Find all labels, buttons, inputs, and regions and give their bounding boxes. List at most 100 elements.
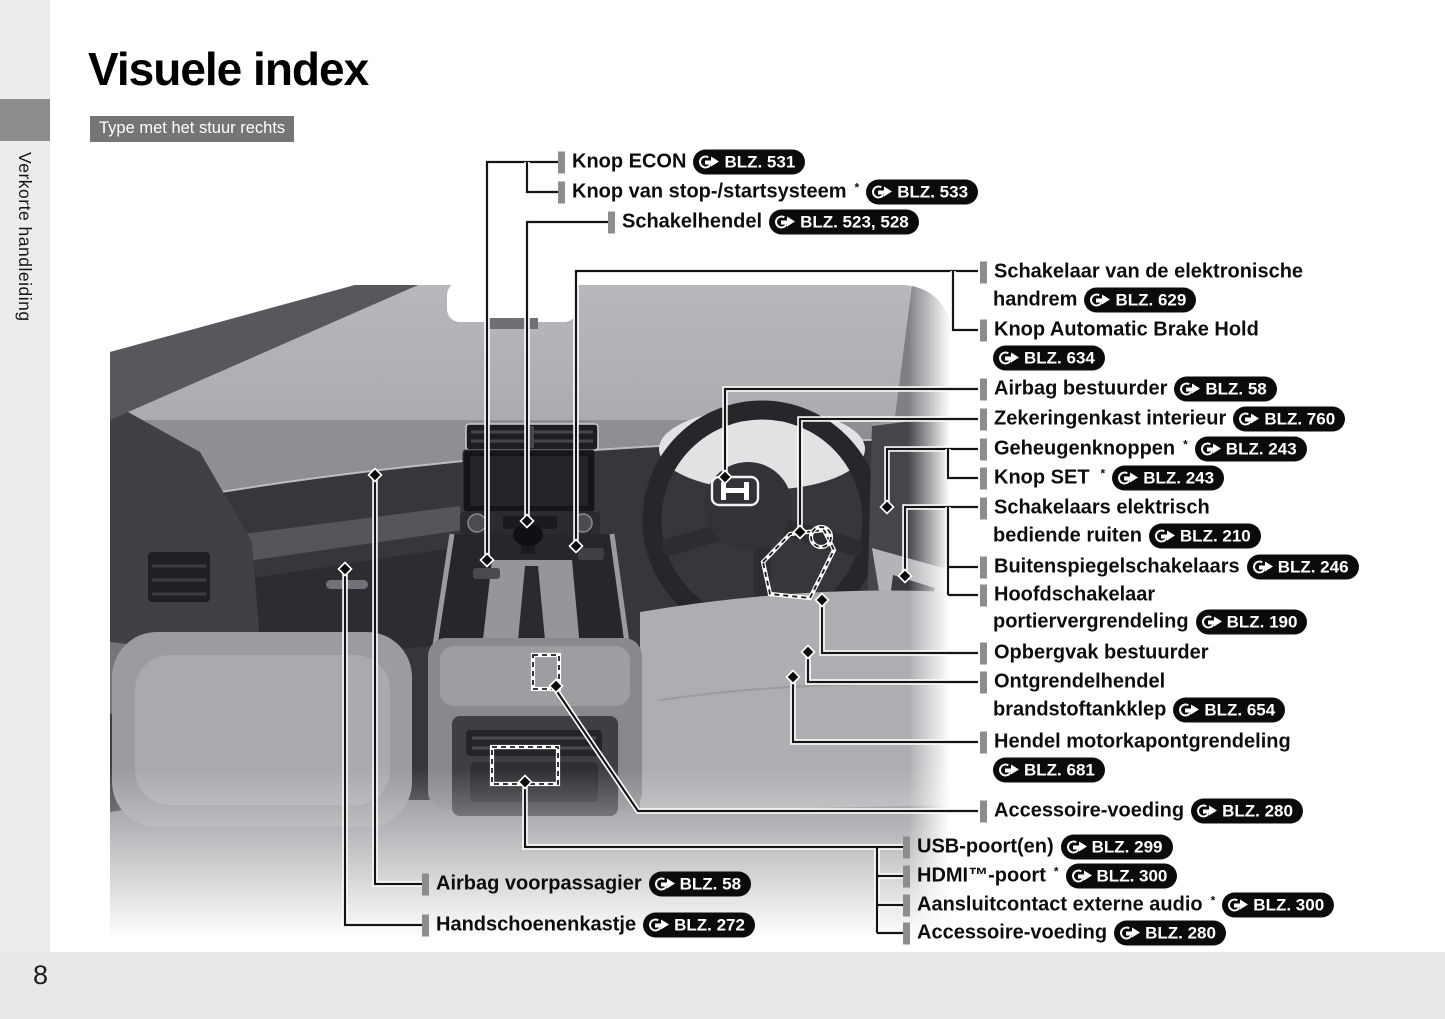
page-ref-badge: BLZ. 58 (1174, 376, 1277, 402)
leader-tick (558, 151, 565, 173)
arrow-icon (872, 184, 893, 201)
callout-text: Accessoire-voeding (994, 799, 1185, 822)
page-ref-badge: BLZ. 272 (643, 912, 755, 938)
arrow-icon (1090, 292, 1111, 309)
leader-tick (980, 584, 987, 606)
arrow-icon (1253, 559, 1274, 576)
page-ref-badge: BLZ. 634 (993, 345, 1105, 371)
callout-airbag-bestuurder: Airbag bestuurder BLZ. 58 (980, 376, 1277, 402)
leader-tick (422, 914, 429, 936)
arrow-icon (999, 350, 1020, 367)
leader-tick (903, 894, 910, 916)
arrow-icon (655, 876, 676, 893)
callout-motorkapontgrendeling: Hendel motorkapontgrendeling (980, 731, 1291, 754)
callout-hdmi-poort: HDMI™-poort* BLZ. 300 (903, 863, 1178, 889)
arrow-icon (1179, 702, 1200, 719)
arrow-icon (699, 154, 720, 171)
page-ref-badge: BLZ. 300 (1065, 863, 1178, 889)
callout-opbergvak-bestuurder: Opbergvak bestuurder (980, 642, 1209, 665)
callout-text: Accessoire-voeding (917, 921, 1108, 944)
callout-text: Handschoenenkastje (436, 913, 637, 936)
footer-bar (0, 952, 1445, 1019)
callout-automatic-brake-hold-ref: BLZ. 634 (993, 345, 1105, 371)
leader-tick (558, 181, 565, 203)
page-ref-badge: BLZ. 533 (866, 179, 979, 205)
page-ref-badge: BLZ. 629 (1084, 287, 1197, 313)
arrow-icon (1202, 614, 1223, 631)
leader-tick (608, 211, 615, 233)
callout-text: Schakelhendel (622, 210, 763, 233)
callout-aansluitcontact-audio: Aansluitcontact externe audio* BLZ. 300 (903, 892, 1335, 918)
callout-text: Aansluitcontact externe audio (917, 893, 1203, 916)
leader-tick (980, 497, 987, 519)
callout-text: Knop ECON (572, 150, 687, 173)
callout-zekeringenkast: Zekeringenkast interieur BLZ. 760 (980, 406, 1346, 432)
callout-hoofdschakelaar: Hoofdschakelaar (980, 584, 1155, 607)
arrow-icon (1072, 868, 1093, 885)
callout-hoofdschakelaar-line2: portiervergrendeling BLZ. 190 (993, 609, 1308, 635)
callout-text: Schakelaars elektrisch (994, 496, 1210, 519)
page-ref-badge: BLZ. 243 (1112, 465, 1225, 491)
callout-text: Buitenspiegelschakelaars (994, 555, 1240, 578)
callout-text: Hoofdschakelaar (994, 583, 1156, 606)
page-ref-badge: BLZ. 299 (1060, 834, 1173, 860)
callout-elektrische-ruiten: Schakelaars elektrisch (980, 497, 1210, 520)
leader-tick (980, 438, 987, 460)
dashboard-photo (110, 285, 950, 952)
sidebar-chapter-label: Verkorte handleiding (15, 152, 35, 322)
callout-text: bediende ruiten (993, 524, 1142, 547)
leader-tick (903, 865, 910, 887)
callout-buitenspiegelschakelaars: Buitenspiegelschakelaars BLZ. 246 (980, 554, 1359, 580)
pointer-diamonds (337, 467, 913, 790)
sidebar-strip (0, 0, 50, 952)
callout-text: Schakelaar van de elektronische (994, 260, 1304, 283)
leader-tick (980, 731, 987, 753)
callout-usb-poort: USB-poort(en) BLZ. 299 (903, 834, 1173, 860)
leader-tick (980, 319, 987, 341)
callout-geheugenknoppen: Geheugenknoppen* BLZ. 243 (980, 436, 1307, 462)
leader-tick (903, 836, 910, 858)
page-ref-badge: BLZ. 210 (1148, 523, 1261, 549)
page-ref-badge: BLZ. 246 (1246, 554, 1359, 580)
callout-text: Hendel motorkapontgrendeling (994, 730, 1291, 753)
leader-tick (980, 800, 987, 822)
page-ref-badge: BLZ. 190 (1195, 609, 1308, 635)
variant-tag: Type met het stuur rechts (90, 116, 295, 142)
page-ref-badge: BLZ. 760 (1233, 406, 1346, 432)
leader-tick (980, 556, 987, 578)
leader-tick (422, 873, 429, 895)
callout-text: Airbag voorpassagier (436, 872, 642, 895)
callout-text: Ontgrendelhendel (994, 670, 1166, 693)
page-ref-badge: BLZ. 531 (693, 149, 806, 175)
callout-text: USB-poort(en) (917, 835, 1054, 858)
callout-text: portiervergrendeling (993, 610, 1189, 633)
arrow-icon (1228, 897, 1249, 914)
leader-tick (980, 642, 987, 664)
leader-lines (342, 159, 978, 936)
leader-tick (980, 671, 987, 693)
callout-text: Geheugenknoppen (994, 437, 1176, 460)
arrow-icon (1067, 839, 1088, 856)
arrow-icon (1197, 803, 1218, 820)
page-ref-badge: BLZ. 654 (1173, 697, 1286, 723)
page-ref-badge: BLZ. 280 (1114, 920, 1226, 946)
callout-text: HDMI™-poort (917, 864, 1046, 887)
arrow-icon (1155, 528, 1176, 545)
callout-text: Opbergvak bestuurder (994, 641, 1209, 664)
callout-stop-startsysteem: Knop van stop-/startsysteem* BLZ. 533 (558, 179, 979, 205)
leader-tick (980, 261, 987, 283)
callout-airbag-voorpassagier: Airbag voorpassagier BLZ. 58 (422, 871, 752, 897)
sidebar-chapter-block (0, 99, 50, 141)
arrow-icon (1239, 411, 1260, 428)
callout-accessoire-voeding-voor: Accessoire-voeding BLZ. 280 (980, 798, 1303, 824)
callout-automatic-brake-hold: Knop Automatic Brake Hold (980, 319, 1259, 342)
callout-text: Knop Automatic Brake Hold (994, 318, 1259, 341)
callout-ontgrendelhendel: Ontgrendelhendel (980, 671, 1165, 694)
page-ref-badge: BLZ. 280 (1191, 798, 1303, 824)
callout-text: Knop van stop-/startsysteem (572, 180, 847, 203)
callout-knop-set: Knop SET* BLZ. 243 (980, 465, 1225, 491)
callout-ontgrendelhendel-line2: brandstoftankklep BLZ. 654 (993, 697, 1286, 723)
leader-tick (903, 922, 910, 944)
